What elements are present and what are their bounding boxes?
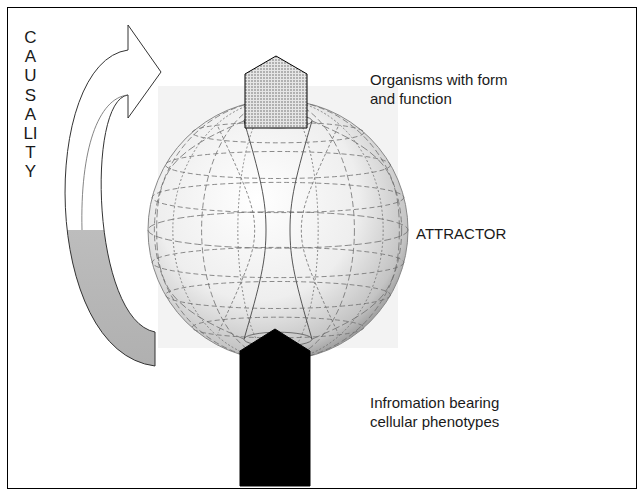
black-arrow-block: [240, 329, 310, 486]
node-shape: [240, 329, 310, 486]
sphere-body: [148, 100, 408, 360]
node-label: Infromation bearing cellular phenotypes: [370, 393, 510, 431]
top-arrow-block: Organisms with form and function: [245, 56, 307, 128]
dotted-arrow-block: [245, 56, 307, 128]
node-label: Organisms with form and function: [370, 70, 530, 108]
frame-border: [8, 8, 637, 489]
arrow-fold-line: [82, 95, 128, 230]
node-shape: [245, 56, 307, 128]
bottom-arrow-block: Infromation bearing cellular phenotypes: [240, 329, 310, 486]
vertical-causality-label: CAUSALITY: [22, 28, 39, 182]
wireframe: [148, 100, 408, 360]
node-shape: [146, 98, 410, 362]
node-label: ATTRACTOR: [416, 224, 526, 243]
attractor-sphere: ATTRACTOR: [146, 98, 410, 362]
causality-arrow: [65, 25, 161, 366]
